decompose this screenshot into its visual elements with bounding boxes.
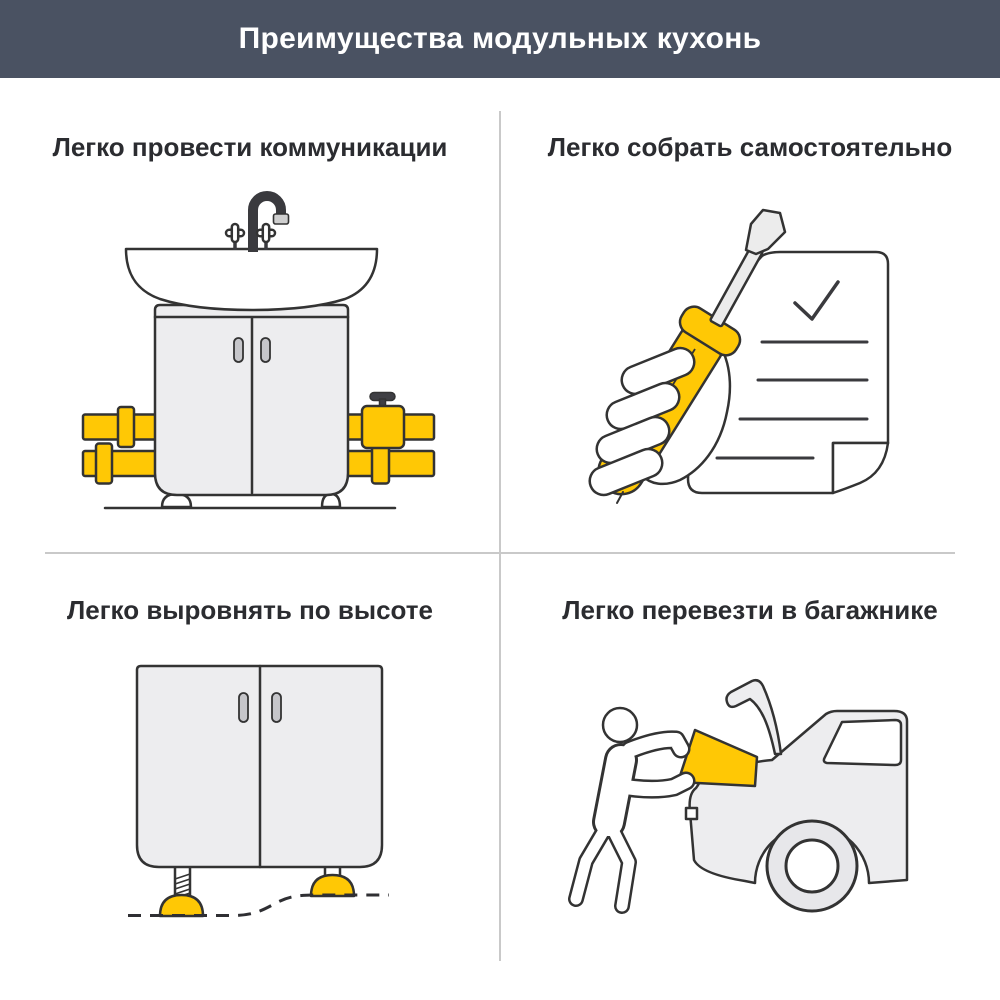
- trunk-latch: [684, 806, 699, 821]
- door-handle: [260, 337, 271, 363]
- water-pipe-right: [343, 391, 436, 485]
- quadrant-leveling: Легко выровнять по высоте: [0, 553, 500, 1000]
- person: [568, 706, 696, 914]
- person-head: [601, 706, 639, 744]
- checklist-paper: [686, 250, 890, 495]
- quadrant-leveling-title: Легко выровнять по высоте: [67, 595, 433, 625]
- sink-with-pipes-icon: [81, 191, 436, 510]
- car-window: [822, 718, 903, 767]
- leveling-cabinet: [135, 664, 384, 869]
- door-handle: [271, 692, 282, 723]
- page-title: Преимущества модульных кухонь: [238, 22, 762, 55]
- folded-corner: [831, 441, 890, 495]
- wheel-hub: [784, 838, 840, 894]
- trunk-lid-open: [725, 678, 783, 756]
- screwdriver-tip: [744, 208, 787, 256]
- sink-cabinet: [153, 303, 350, 497]
- hand-fingers: [588, 346, 696, 497]
- quadrant-utilities: Легко провести коммуникации: [0, 78, 500, 553]
- cargo-box: [676, 728, 759, 788]
- header-bar: Преимущества модульных кухонь: [0, 0, 1000, 78]
- hand-screwdriver-checklist-icon: [588, 208, 890, 504]
- faucet-handle-right: [255, 222, 277, 244]
- valve-icon: [360, 391, 406, 450]
- adjustable-foot-left: [158, 861, 205, 918]
- horizontal-divider: [45, 552, 955, 554]
- door-handle: [238, 692, 249, 723]
- checklist-lines: [715, 340, 869, 460]
- faucet-icon: [224, 191, 290, 252]
- uneven-floor-dashed-line: [128, 893, 389, 917]
- car: [684, 678, 909, 913]
- door-handle: [233, 337, 244, 363]
- cabinet-adjustable-legs-icon: [128, 664, 389, 918]
- quadrant-transport: Легко перевезти в багажнике: [500, 553, 1000, 1000]
- quadrant-transport-title: Легко перевезти в багажнике: [562, 595, 938, 625]
- car-trunk-loading-icon: [568, 678, 909, 914]
- checkmark-icon: [793, 280, 840, 321]
- vertical-divider: [499, 111, 501, 961]
- sink-basin: [124, 247, 379, 312]
- quadrant-assembly: Легко собрать самостоятельно: [500, 78, 1000, 553]
- faucet-handle-left: [224, 222, 246, 244]
- water-pipe-left: [81, 405, 160, 485]
- quadrant-utilities-title: Легко провести коммуникации: [52, 132, 448, 162]
- quadrant-assembly-title: Легко собрать самостоятельно: [547, 132, 953, 162]
